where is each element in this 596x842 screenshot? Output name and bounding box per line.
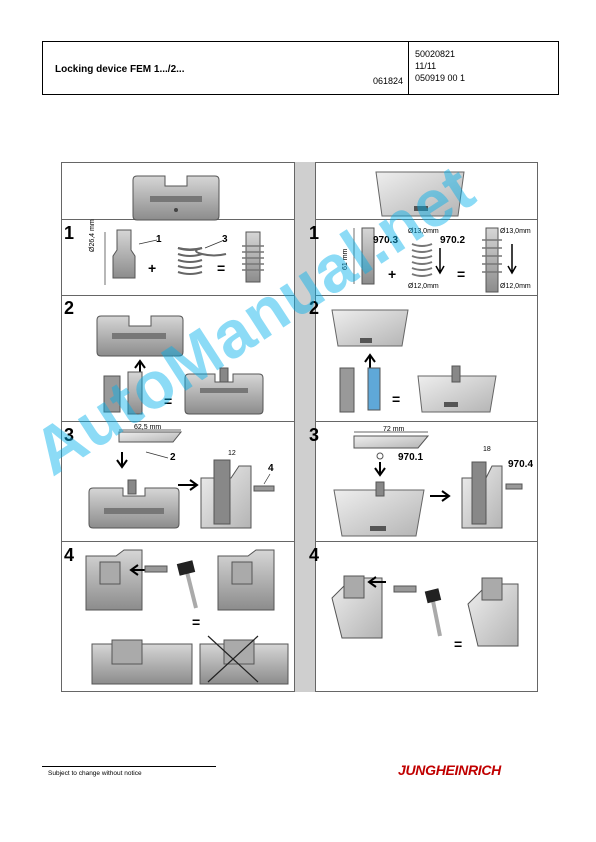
label-part-3: 3 bbox=[222, 234, 228, 245]
step-number-right-4: 4 bbox=[309, 545, 320, 565]
equals-sign-right-4: = bbox=[454, 636, 463, 652]
label-d13-a: Ø13,0mm bbox=[408, 228, 439, 235]
part-number: 50020821 bbox=[415, 49, 456, 59]
label-18: 18 bbox=[483, 446, 491, 453]
right-panel-top bbox=[316, 162, 538, 220]
label-72mm: 72 mm bbox=[383, 426, 405, 433]
brand-logo: JUNGHEINRICH bbox=[398, 762, 501, 778]
label-d12-b: Ø12,0mm bbox=[500, 283, 531, 290]
header-info: 50020821 11/11 050919 00 1 bbox=[415, 48, 465, 84]
column-separator bbox=[294, 162, 316, 692]
right-panel-1 bbox=[316, 220, 538, 296]
step-number-left-1: 1 bbox=[64, 223, 75, 243]
footer-rule bbox=[42, 766, 216, 767]
label-part-2: 2 bbox=[170, 452, 176, 463]
plus-sign-right-1: + bbox=[388, 266, 397, 282]
label-970-2: 970.2 bbox=[440, 235, 466, 246]
label-diameter-26-4: Ø26,4 mm bbox=[89, 219, 96, 252]
step-number-left-3: 3 bbox=[64, 425, 75, 445]
label-970-1: 970.1 bbox=[398, 452, 424, 463]
label-d13-b: Ø13,0mm bbox=[500, 228, 531, 235]
label-d12-a: Ø12,0mm bbox=[408, 283, 439, 290]
step-number-left-2: 2 bbox=[64, 298, 75, 318]
label-970-3: 970.3 bbox=[373, 235, 399, 246]
header-divider bbox=[408, 42, 409, 94]
left-panel-3 bbox=[61, 422, 294, 542]
date-code: 11/11 bbox=[415, 61, 437, 71]
left-panel-2 bbox=[61, 296, 294, 422]
document-title: Locking device FEM 1.../2... bbox=[55, 64, 185, 75]
equals-sign-left-1: = bbox=[217, 260, 226, 276]
label-part-1: 1 bbox=[156, 234, 162, 245]
label-part-4: 4 bbox=[268, 463, 274, 474]
equals-sign-left-2: = bbox=[164, 393, 173, 409]
equals-sign-right-1: = bbox=[457, 266, 466, 282]
label-62-5mm: 62,5 mm bbox=[134, 424, 162, 431]
plus-sign-left-1: + bbox=[148, 260, 157, 276]
footer-note: Subject to change without notice bbox=[48, 770, 142, 777]
left-panel-1 bbox=[61, 220, 294, 296]
brand-logo-text: JUNGHEINRICH bbox=[398, 762, 501, 778]
step-number-left-4: 4 bbox=[64, 545, 75, 565]
equals-sign-left-4: = bbox=[192, 614, 201, 630]
step-number-right-2: 2 bbox=[309, 298, 320, 318]
label-970-4: 970.4 bbox=[508, 459, 534, 470]
right-panel-2 bbox=[316, 296, 538, 422]
document-header: Locking device FEM 1.../2... 061824 5002… bbox=[42, 41, 559, 95]
left-panel-top bbox=[61, 162, 294, 220]
equals-sign-right-2: = bbox=[392, 391, 401, 407]
right-panel-3 bbox=[316, 422, 538, 542]
label-12: 12 bbox=[228, 450, 236, 457]
step-number-right-3: 3 bbox=[309, 425, 320, 445]
reference-number: 050919 00 1 bbox=[415, 73, 466, 83]
step-number-right-1: 1 bbox=[309, 223, 320, 243]
document-number: 061824 bbox=[373, 76, 404, 86]
